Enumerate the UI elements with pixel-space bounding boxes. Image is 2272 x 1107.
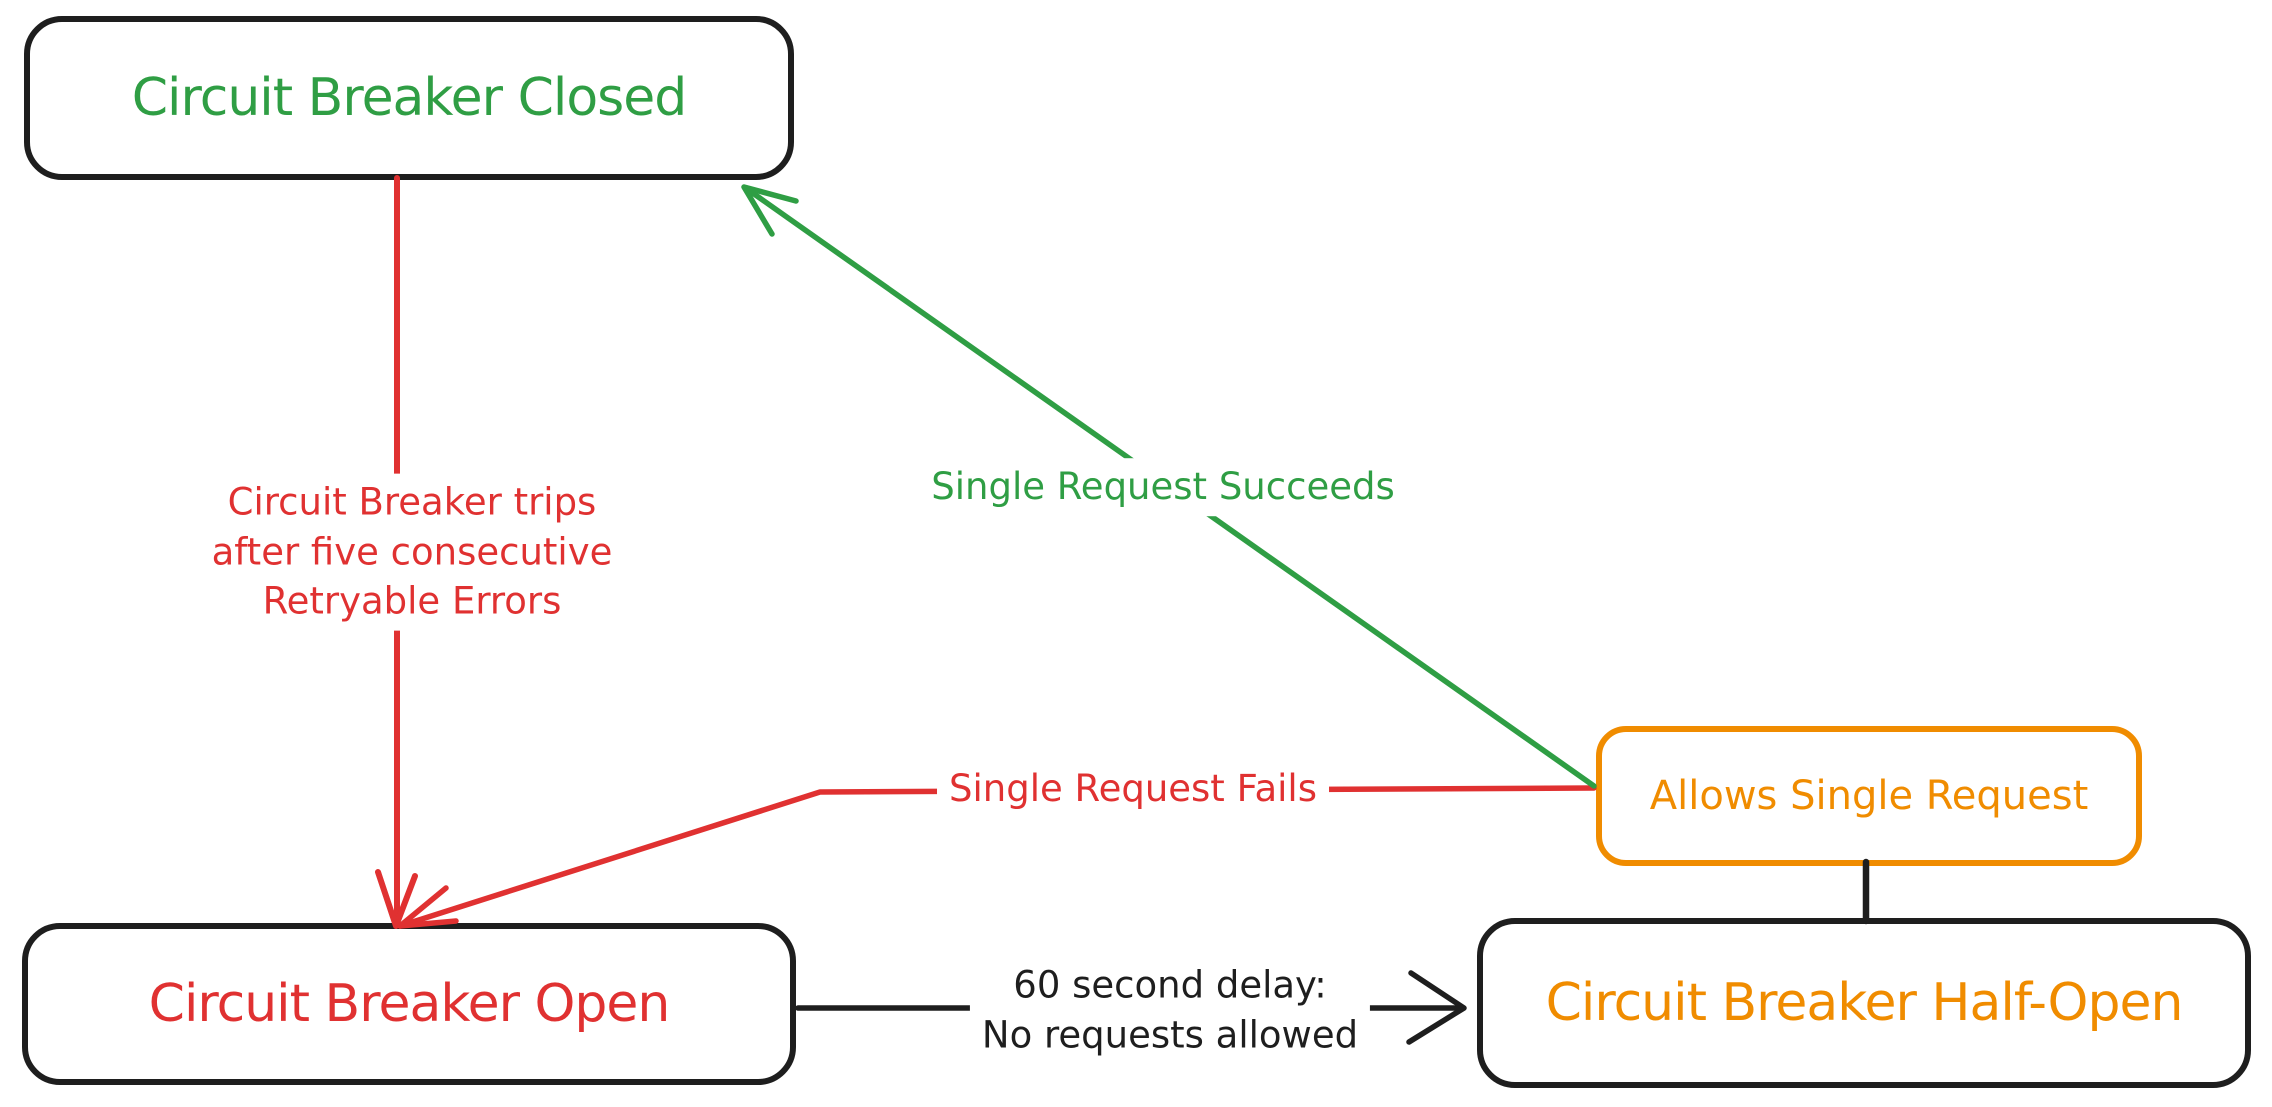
state-node-allows-label: Allows Single Request <box>1649 773 2089 819</box>
edge-label-line: Single Request Fails <box>949 767 1317 811</box>
state-node-half-open-label: Circuit Breaker Half-Open <box>1545 973 2184 1033</box>
state-node-open-label: Circuit Breaker Open <box>148 974 671 1034</box>
fails-edge-arrowhead <box>397 885 459 929</box>
edge-label-line: No requests allowed <box>981 1013 1359 1056</box>
state-node-open: Circuit Breaker Open <box>22 923 796 1085</box>
state-node-closed-label: Circuit Breaker Closed <box>131 68 687 128</box>
edge-label-delay: 60 second delay: No requests allowed <box>969 956 1371 1064</box>
state-node-closed: Circuit Breaker Closed <box>24 16 794 180</box>
delay-edge-arrowhead <box>1406 970 1467 1045</box>
state-node-allows-single-request: Allows Single Request <box>1596 726 2142 866</box>
edge-label-line: 60 second delay: <box>1013 963 1327 1007</box>
edge-label-trip: Circuit Breaker trips after five consecu… <box>199 473 625 631</box>
edge-label-line: after five consecutive <box>211 530 613 574</box>
state-node-half-open: Circuit Breaker Half-Open <box>1477 918 2251 1088</box>
edge-label-line: Single Request Succeeds <box>931 465 1395 509</box>
trip-edge-arrowhead <box>375 869 418 929</box>
succeeds-edge-arrowhead <box>741 184 799 237</box>
edge-label-line: Retryable Errors <box>262 579 562 623</box>
edge-label-line: Circuit Breaker trips <box>227 480 597 524</box>
edge-label-fails: Single Request Fails <box>937 760 1329 818</box>
edge-label-succeeds: Single Request Succeeds <box>919 458 1407 516</box>
